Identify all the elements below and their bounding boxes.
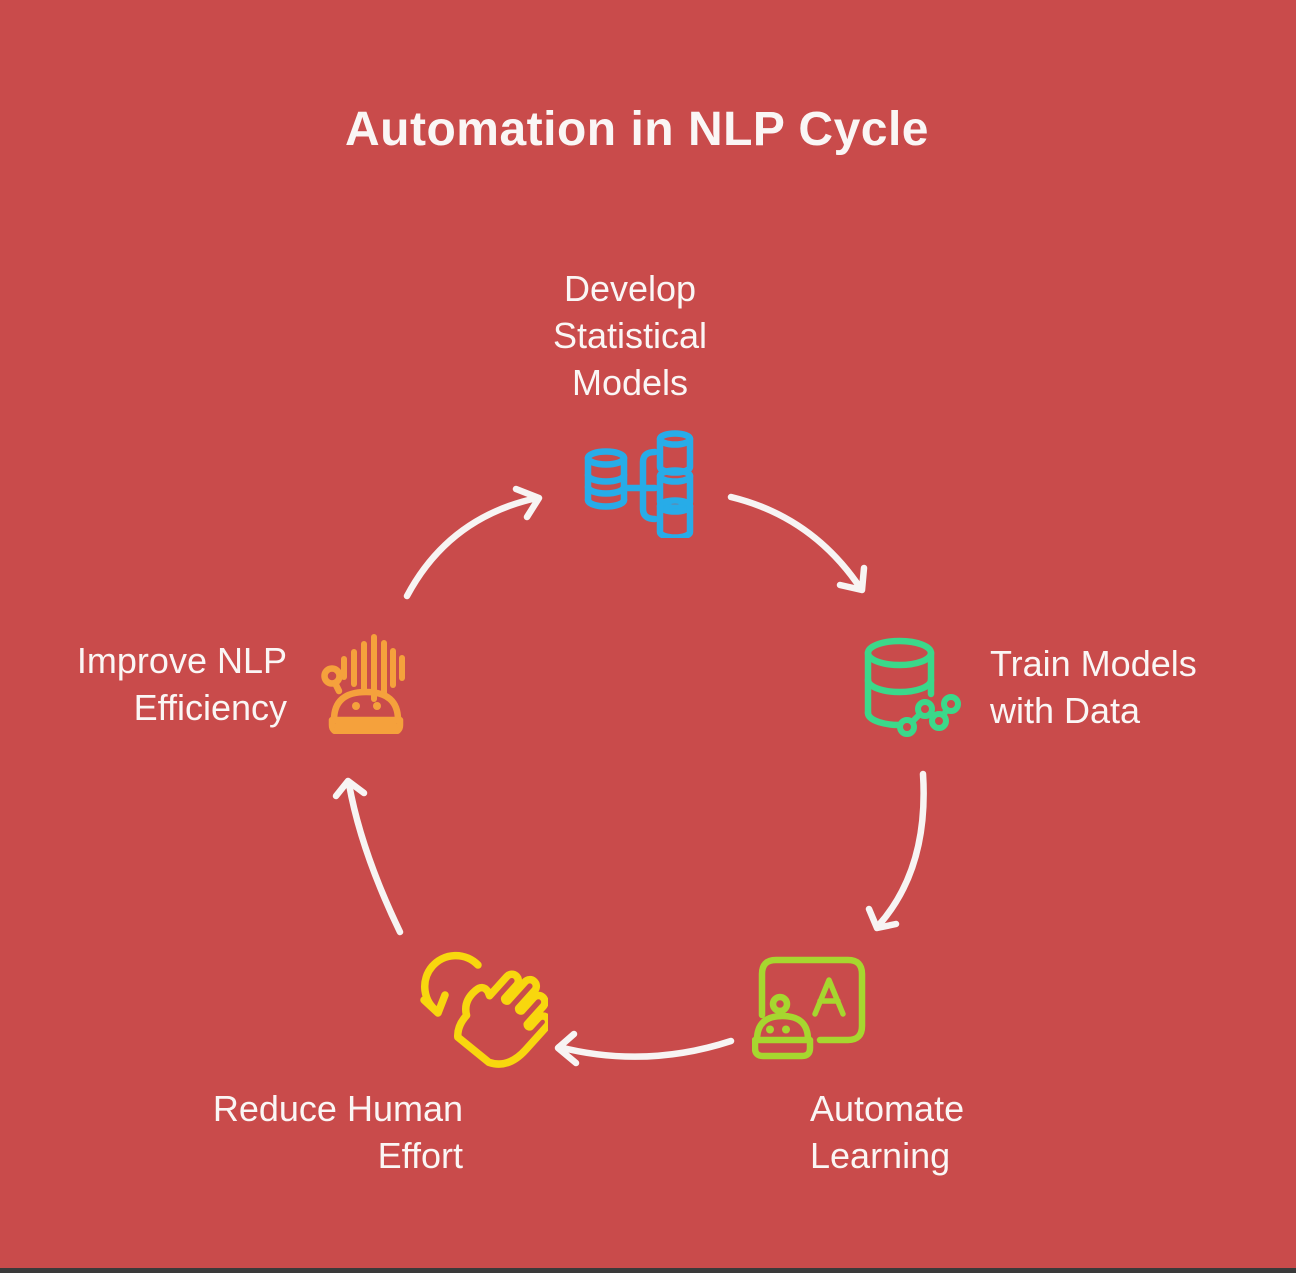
robot-head: [752, 993, 814, 1060]
label-line: Models: [571, 362, 689, 403]
voice-waves: [341, 634, 405, 702]
database-distribution-icon: [584, 430, 694, 538]
node-train-label: Train Models with Data: [990, 640, 1197, 734]
arrow-train-to-automate: [865, 770, 927, 932]
label-line: Statistical: [552, 315, 708, 356]
node-develop-label: Develop Statistical Models: [430, 265, 830, 406]
network-graph: [897, 694, 961, 737]
robot-voice-waves-icon: [321, 634, 405, 734]
label-line: with Data: [990, 690, 1141, 731]
arrow-reduce-to-improve: [332, 777, 404, 936]
label-line: Improve NLP: [76, 640, 287, 681]
label-line: Learning: [810, 1135, 951, 1176]
node-automate-label: Automate Learning: [810, 1085, 964, 1179]
label-line: Reduce Human: [212, 1088, 463, 1129]
branch-connector: [620, 448, 659, 523]
arrow-automate-to-reduce: [554, 1030, 735, 1067]
big-database-cylinder: [584, 448, 628, 510]
waving-hand: [454, 970, 548, 1068]
small-database-stack: [656, 430, 694, 538]
letter-a: [812, 977, 846, 1017]
label-line: Develop: [563, 268, 697, 309]
database-network-icon: [864, 637, 961, 737]
label-line: Efficiency: [133, 687, 287, 728]
label-line: Train Models: [990, 643, 1197, 684]
robot-head: [321, 665, 404, 734]
page-title: Automation in NLP Cycle: [344, 103, 929, 156]
arrow-improve-to-develop: [403, 485, 543, 600]
rotate-arrow: [420, 951, 482, 1017]
waving-hand-rotate-icon: [420, 951, 548, 1068]
node-improve-label: Improve NLP Efficiency: [77, 637, 287, 731]
learning-board: [758, 956, 866, 1044]
footer-bar: [0, 1268, 1296, 1273]
robot-learning-board-icon: [752, 956, 866, 1060]
label-line: Effort: [377, 1135, 463, 1176]
label-line: Automate: [810, 1088, 965, 1129]
node-reduce-label: Reduce Human Effort: [213, 1085, 463, 1179]
database-cylinder: [864, 637, 935, 729]
arrow-develop-to-train: [727, 493, 868, 594]
